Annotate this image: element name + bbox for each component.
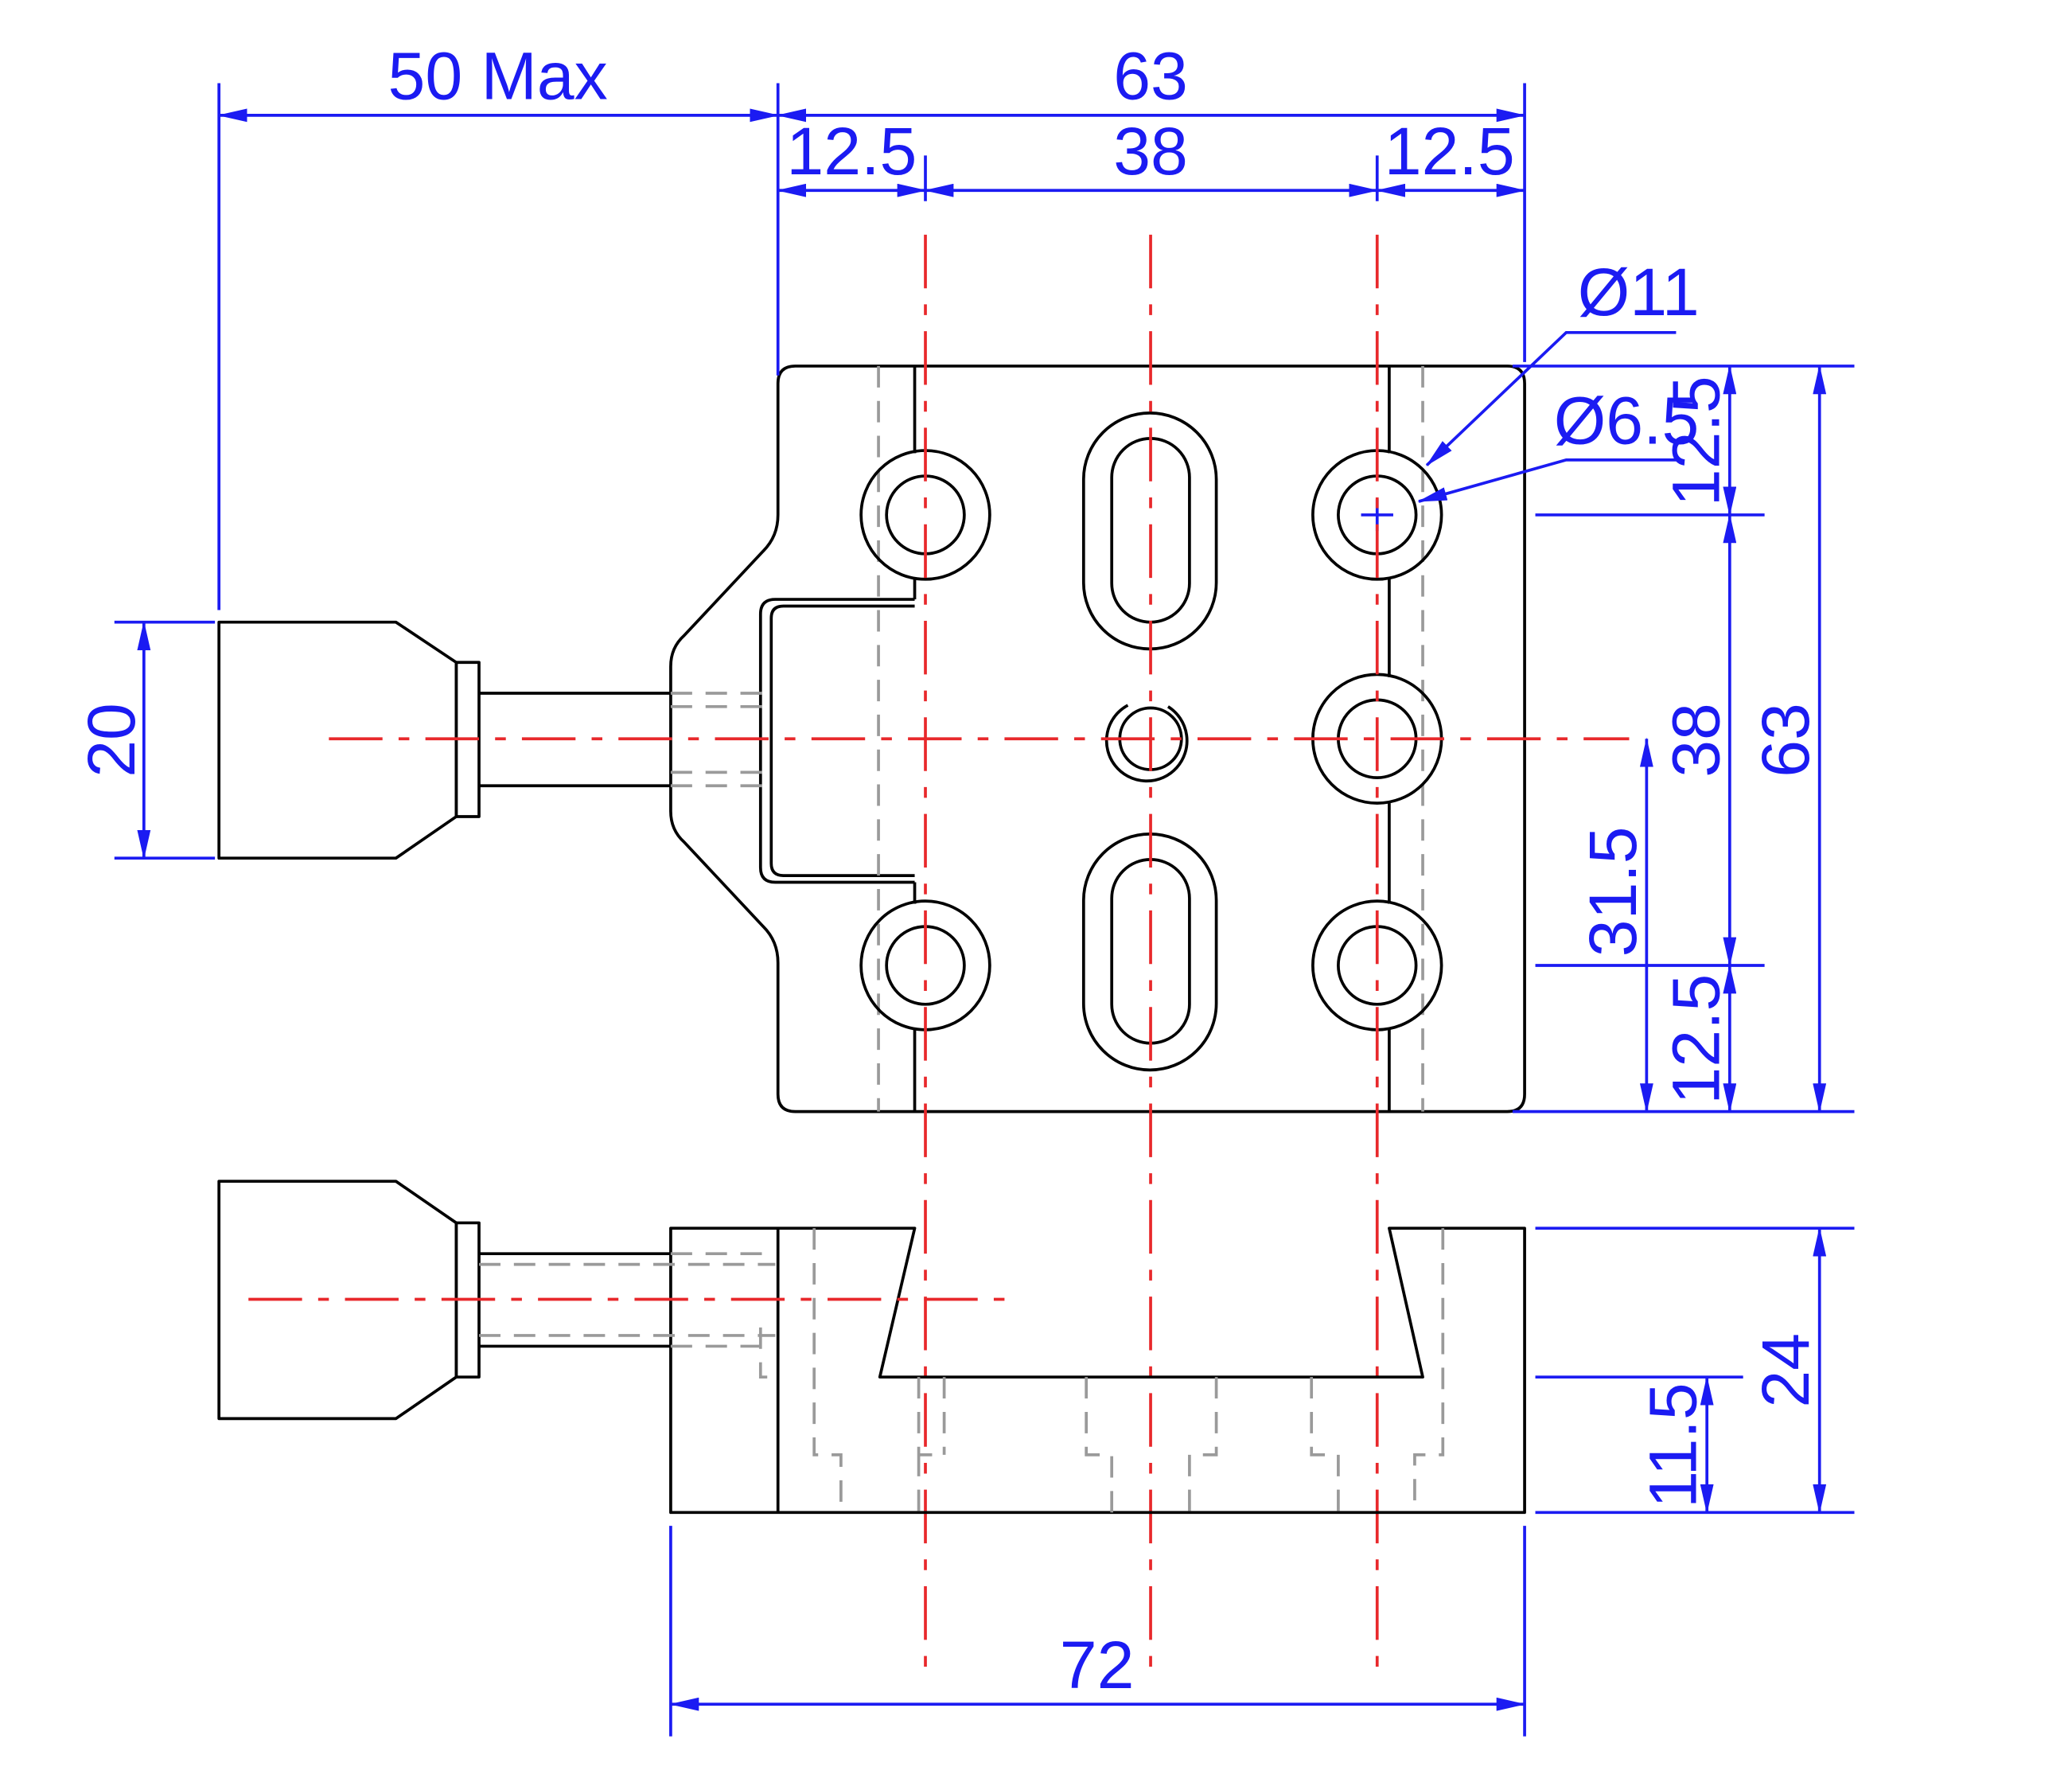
front-view	[217, 1180, 1526, 1515]
dim-edge-offset-right: 12.5	[1385, 114, 1515, 189]
dim-hole-spacing: 38	[1113, 114, 1188, 189]
dim-hole-large-diameter: Ø11	[1578, 255, 1700, 330]
plate-outline	[669, 365, 1526, 1113]
dim-edge-offset-left: 12.5	[786, 114, 917, 189]
dim-handle-extension: 50 Max	[388, 39, 608, 114]
dim-overall-height: 63	[1748, 703, 1823, 778]
dim-knob-diameter: 20	[74, 703, 149, 778]
dim-front-height: 24	[1748, 1333, 1823, 1408]
dim-center-offset: 31.5	[1575, 826, 1650, 957]
clamp-jaw-pocket-inner	[769, 604, 915, 877]
clamp-jaw-pocket	[758, 598, 915, 884]
dim-front-base-height: 11.5	[1636, 1382, 1711, 1508]
center-threaded-hole	[1104, 704, 1189, 783]
dim-hole-small-diameter: Ø6.5	[1554, 384, 1700, 458]
hidden-internal-features	[758, 1228, 1445, 1513]
dim-overall-width-top: 63	[1113, 39, 1188, 114]
dim-front-width: 72	[1060, 1628, 1135, 1702]
dim-right-edge-offset-top: 12.5	[1658, 376, 1733, 506]
dimensions: 50 Max 63 12.5 38 12.5 Ø11 Ø6.5 20 12.5 …	[74, 39, 1855, 1737]
dim-right-edge-offset-bottom: 12.5	[1658, 974, 1733, 1105]
dim-right-hole-spacing: 38	[1658, 703, 1733, 778]
top-view	[217, 234, 1630, 1676]
body-outline	[669, 1226, 1526, 1515]
knob-front-view	[217, 1180, 776, 1421]
